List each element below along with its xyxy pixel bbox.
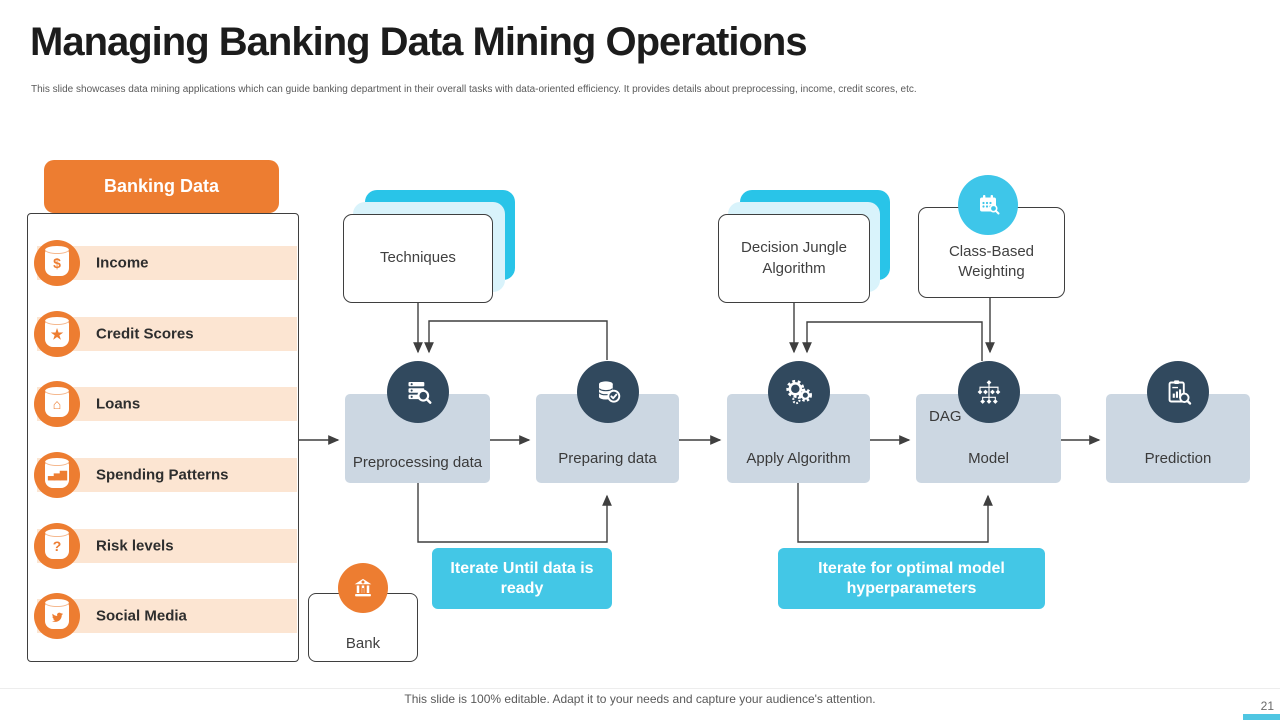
step-preparing-data: Preparing data	[536, 361, 679, 483]
step-apply-algorithm: Apply Algorithm	[727, 361, 870, 483]
iterate-data-ready-box: Iterate Until data is ready	[432, 548, 612, 609]
row-highlight	[37, 458, 297, 492]
list-item-label: Risk levels	[96, 537, 174, 555]
list-item-credit-scores: ★ Credit Scores	[28, 311, 298, 357]
question-mark-icon: ?	[34, 523, 80, 569]
dag-tree-icon	[957, 361, 1020, 423]
list-item-label: Credit Scores	[96, 325, 194, 343]
list-item-risk-levels: ? Risk levels	[28, 523, 298, 569]
calendar-search-icon	[958, 175, 1018, 235]
list-item-label: Spending Patterns	[96, 466, 229, 484]
house-icon: ⌂	[34, 381, 80, 427]
footer-note: This slide is 100% editable. Adapt it to…	[404, 692, 876, 706]
database-check-icon	[576, 361, 639, 423]
row-highlight	[37, 599, 297, 633]
list-item-label: Social Media	[96, 607, 187, 625]
bank-building-icon	[338, 563, 388, 613]
list-item-social-media: Social Media	[28, 593, 298, 639]
dollar-coin-icon: $	[34, 240, 80, 286]
list-item-label: Income	[96, 254, 149, 272]
bar-chart-icon: ▃▅▇	[34, 452, 80, 498]
footer-divider	[0, 688, 1280, 689]
iterate-hyperparameters-box: Iterate for optimal model hyperparameter…	[778, 548, 1045, 609]
list-item-income: $ Income	[28, 240, 298, 286]
dag-label: DAG	[929, 408, 962, 425]
step-model: DAG Model	[916, 361, 1061, 483]
page-number-accent-bar	[1243, 714, 1280, 720]
decision-jungle-box: Decision Jungle Algorithm	[718, 214, 870, 303]
banking-data-header: Banking Data	[44, 160, 279, 213]
row-highlight	[37, 387, 297, 421]
page-title: Managing Banking Data Mining Operations	[30, 20, 808, 64]
clipboard-chart-search-icon	[1147, 361, 1209, 423]
twitter-bird-icon	[34, 593, 80, 639]
row-highlight	[37, 317, 297, 351]
techniques-box: Techniques	[343, 214, 493, 303]
server-search-icon	[386, 361, 449, 423]
list-item-spending-patterns: ▃▅▇ Spending Patterns	[28, 452, 298, 498]
row-highlight	[37, 529, 297, 563]
step-prediction: Prediction	[1106, 361, 1250, 483]
row-highlight	[37, 246, 297, 280]
page-number: 21	[1260, 699, 1274, 713]
award-ribbon-icon: ★	[34, 311, 80, 357]
gears-icon	[767, 361, 830, 423]
list-item-loans: ⌂ Loans	[28, 381, 298, 427]
step-preprocessing-data: Preprocessing data	[345, 361, 490, 483]
bank-box: Bank	[308, 563, 418, 662]
page-subtitle: This slide showcases data mining applica…	[31, 84, 917, 95]
list-item-label: Loans	[96, 395, 141, 413]
banking-data-panel: $ Income ★ Credit Scores ⌂ Loans ▃▅▇ Spe…	[27, 213, 299, 662]
